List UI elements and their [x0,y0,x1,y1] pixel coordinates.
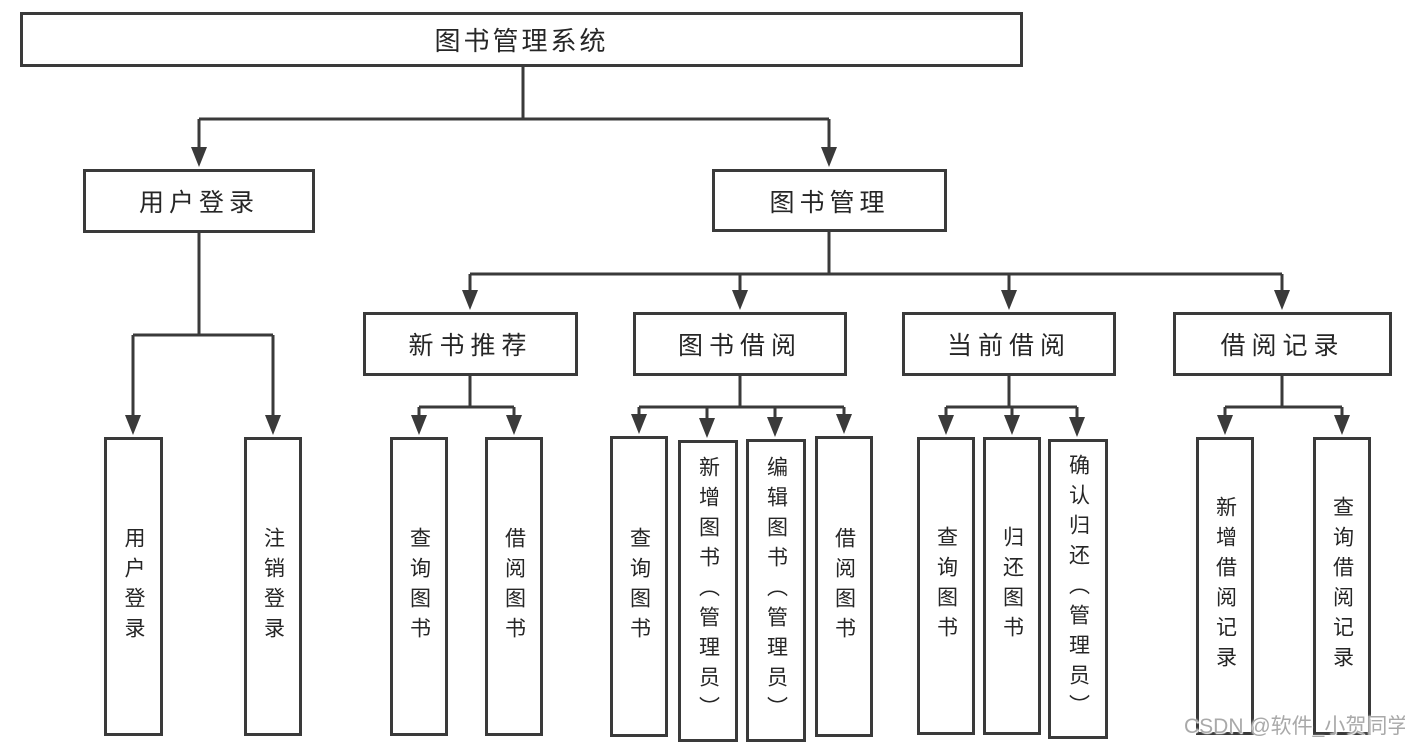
node-label: 注销登录 [261,526,285,647]
arrowhead-icon [506,415,522,435]
node-label: 查询借阅记录 [1330,496,1354,676]
node-label: 新增图书（管理员） [696,456,720,726]
node-borrow-books-recommend: 借阅图书 [485,437,543,736]
node-return-books: 归还图书 [983,437,1041,735]
connector-book-management-children [468,232,1284,292]
connector-user-login-children [131,233,275,418]
connector-new-book-children [417,376,516,417]
node-new-book-recommend: 新书推荐 [363,312,578,376]
node-label: 借阅图书 [502,526,526,647]
arrowhead-icon [1274,290,1290,310]
node-label: 归还图书 [1000,526,1024,646]
node-label: 用户登录 [122,526,145,647]
arrowhead-icon [767,417,783,437]
node-query-books-recommend: 查询图书 [390,437,448,736]
connector-current-borrowing-children [944,376,1079,419]
node-confirm-return-admin: 确认归还（管理员） [1048,439,1108,739]
arrowhead-icon [411,415,427,435]
node-user-login-action: 用户登录 [104,437,163,736]
node-label: 查询图书 [627,526,651,647]
arrowhead-icon [631,414,647,434]
node-label: 编辑图书（管理员） [764,455,788,726]
arrowhead-icon [821,147,837,167]
arrowhead-icon [938,415,954,435]
arrowhead-icon [1217,415,1233,435]
node-user-login: 用户登录 [83,169,315,233]
node-book-management: 图书管理 [712,169,947,232]
node-label: 查询图书 [407,526,431,647]
arrowhead-icon [1001,290,1017,310]
node-logout-action: 注销登录 [244,437,302,736]
arrowhead-icon [125,415,141,435]
arrowhead-icon [191,147,207,167]
node-add-borrow-record: 新增借阅记录 [1196,437,1254,735]
connector-book-borrowing-children [637,376,846,420]
node-add-books-admin: 新增图书（管理员） [678,440,738,742]
node-borrowing-records: 借阅记录 [1173,312,1392,376]
arrowhead-icon [1334,415,1350,435]
node-label: 确认归还（管理员） [1066,454,1090,724]
watermark: CSDN @软件_小贺同学 [1184,715,1405,738]
node-edit-books-admin: 编辑图书（管理员） [746,439,806,742]
node-current-borrowing: 当前借阅 [902,312,1116,376]
arrowhead-icon [732,290,748,310]
connector-root-to-level2 [197,67,831,150]
node-label: 借阅图书 [832,526,856,647]
arrowhead-icon [265,415,281,435]
node-book-borrowing: 图书借阅 [633,312,847,376]
node-library-management-system: 图书管理系统 [20,12,1023,67]
node-query-borrow-record: 查询借阅记录 [1313,437,1371,735]
node-query-books-current: 查询图书 [917,437,975,735]
node-query-books-borrowing: 查询图书 [610,436,668,737]
arrowhead-icon [699,418,715,438]
node-borrow-books: 借阅图书 [815,436,873,737]
arrowhead-icon [1069,417,1085,437]
node-label: 新增借阅记录 [1213,496,1237,676]
node-label: 查询图书 [934,526,958,646]
connector-borrowing-records-children [1223,376,1344,417]
arrowhead-icon [1004,415,1020,435]
arrowhead-icon [836,414,852,434]
arrowhead-icon [462,290,478,310]
